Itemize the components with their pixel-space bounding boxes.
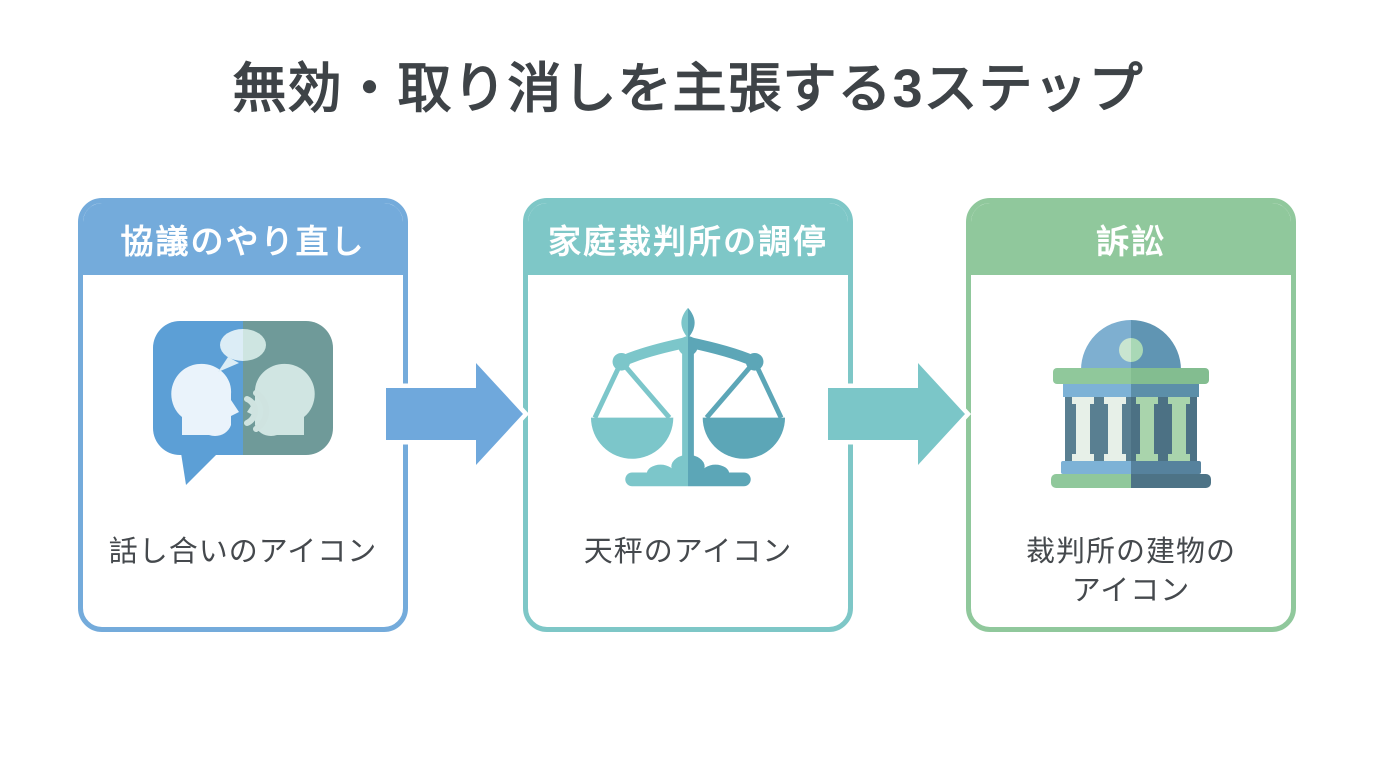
step-header-2: 家庭裁判所の調停: [528, 203, 848, 275]
step-card-1: 協議のやり直し: [78, 198, 408, 632]
page-title: 無効・取り消しを主張する3ステップ: [232, 59, 1144, 119]
courthouse-icon: [971, 297, 1291, 503]
scales-icon: [528, 297, 848, 503]
arrow-step2-to-step3-icon: [823, 351, 972, 477]
step-card-2: 家庭裁判所の調停: [523, 198, 853, 632]
step-caption-1: 話し合いのアイコン: [108, 536, 378, 568]
step-header-1: 協議のやり直し: [83, 203, 403, 275]
step-header-3: 訴訟: [971, 203, 1291, 275]
discussion-icon: [83, 297, 403, 503]
step-caption-3: 裁判所の建物の アイコン: [1025, 536, 1236, 608]
step-card-3: 訴訟: [966, 198, 1296, 632]
step-caption-2: 天秤のアイコン: [583, 536, 793, 568]
arrow-step1-to-step2-icon: [381, 351, 530, 477]
